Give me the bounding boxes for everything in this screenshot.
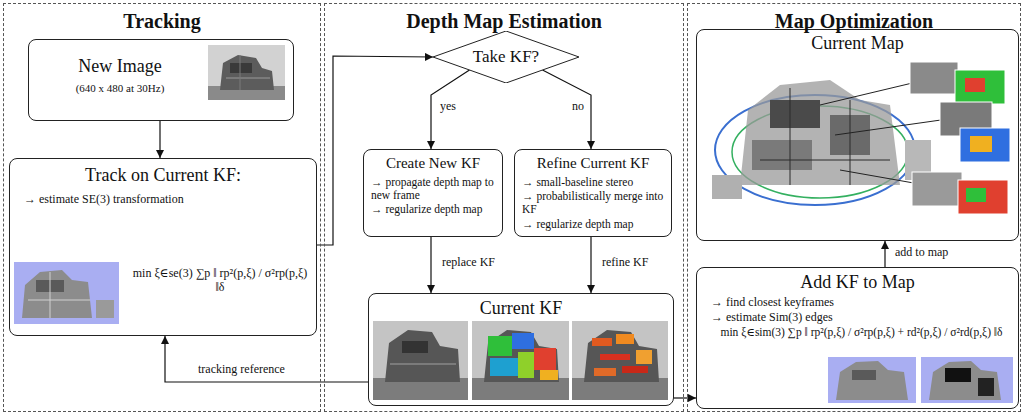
flow-arrow (543, 70, 592, 149)
input-box: New Image (640 x 480 at 30Hz) (28, 39, 294, 121)
tracking-image (14, 262, 119, 324)
box-title: Current KF (369, 298, 673, 319)
decision-diamond: Take KF? (433, 31, 579, 83)
body-text: → small-baseline stereo (522, 176, 666, 189)
process-box: Refine Current KF → small-baseline stereo… (514, 149, 672, 237)
process-box: Add KF to Map → find closest keyframes→ e… (696, 267, 1019, 409)
box-title: Track on Current KF: (10, 165, 316, 186)
body-text: → estimate Sim(3) edges (711, 311, 1011, 325)
process-box: Track on Current KF: → estimate SE(3) tra… (9, 158, 317, 336)
flow-arrow (317, 56, 433, 245)
flow-arrow (430, 237, 431, 293)
flow-arrow (884, 241, 885, 267)
flow-arrow (165, 336, 368, 382)
stage-panel: TrackingNew Image (640 x 480 at 30Hz) Trac… (3, 3, 321, 412)
body-text: → propagate depth map to new frame (371, 176, 497, 202)
flow-arrow (159, 121, 160, 158)
process-box: Create New KF → propagate depth map to ne… (363, 149, 503, 237)
edge-label: refine KF (600, 256, 650, 270)
map-point-cloud (712, 62, 1010, 214)
body-text: → estimate SE(3) transformation (24, 193, 304, 207)
edge-label: tracking reference (196, 363, 287, 377)
box-title: Current Map (697, 33, 1018, 54)
panel-title: Map Optimization (688, 10, 1020, 33)
flow-arrow (431, 70, 470, 149)
formula: min ξ∈se(3) ∑p ‖ rp²(p,ξ) / σ²rp(p,ξ) ‖δ (128, 267, 312, 295)
box-title: Add KF to Map (697, 272, 1018, 293)
box-title: Refine Current KF (515, 155, 671, 172)
edge-label: replace KF (440, 256, 497, 270)
edge-label: no (570, 100, 586, 114)
box-title: Take KF? (451, 47, 561, 67)
keyframe-box: Current KF (368, 293, 674, 406)
edge-label: add to map (893, 246, 950, 260)
box-title: Create New KF (364, 155, 502, 172)
camera-image (208, 45, 285, 100)
body-text: → regularize depth map (371, 203, 497, 216)
formula: min ξ∈sim(3) ∑p ‖ rp²(p,ξ) / σ²rp(p,ξ) +… (709, 326, 1014, 339)
flow-arrow (674, 397, 696, 398)
panel-title: Tracking (4, 10, 320, 33)
panel-title: Depth Map Estimation (325, 10, 683, 33)
body-text: → probabilistically merge into KF (522, 190, 666, 216)
flow-arrow (590, 237, 591, 293)
keyframe-images (373, 321, 668, 400)
map-box: Current Map (696, 29, 1019, 241)
sim3-images (828, 357, 1013, 403)
body-text: → find closest keyframes (711, 296, 1011, 310)
stage-panel: Depth Map EstimationTake KF? Create New K… (324, 3, 684, 412)
edge-label: yes (438, 100, 458, 114)
body-text: → regularize depth map (522, 218, 666, 231)
stage-panel: Map OptimizationCurrent MapAdd KF to Map… (687, 3, 1021, 412)
box-title: New Image (35, 56, 205, 77)
body-text: (640 x 480 at 30Hz) (35, 82, 205, 95)
